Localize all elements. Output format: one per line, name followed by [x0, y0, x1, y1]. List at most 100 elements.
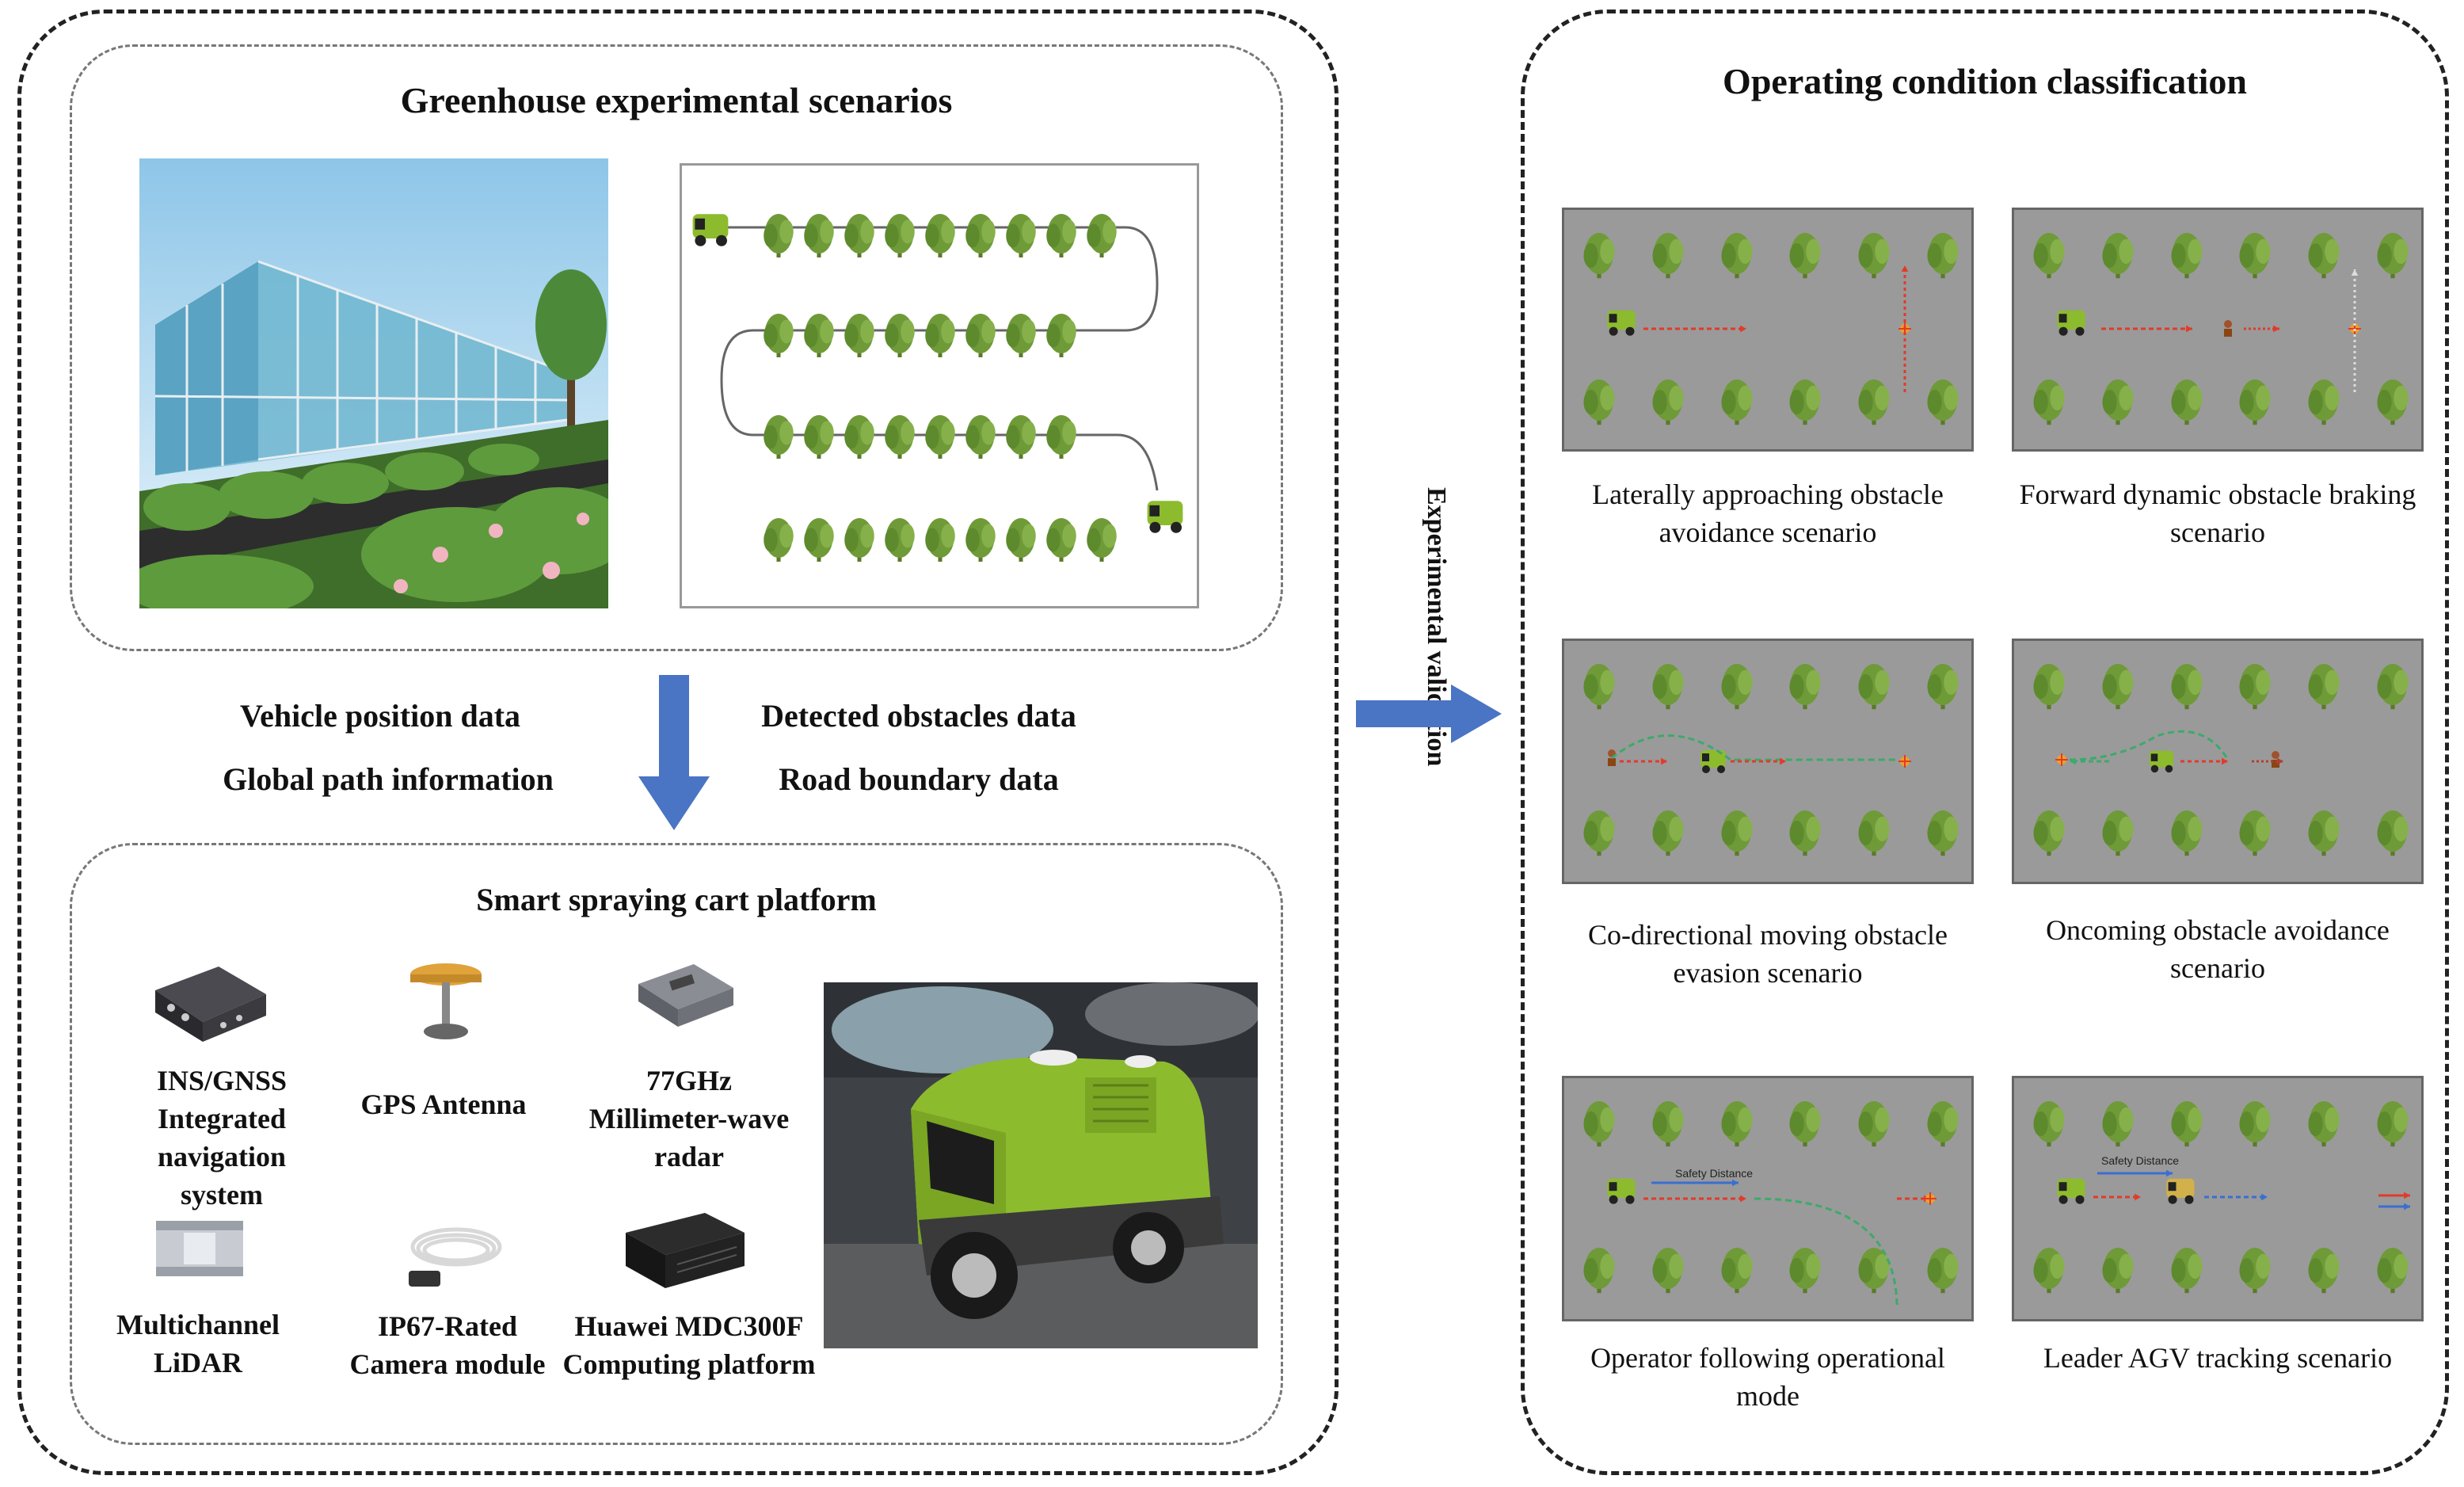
path-arrow: [2378, 1192, 2410, 1199]
plant-icon: [764, 415, 794, 459]
computing-box-icon: [618, 1209, 752, 1300]
gps-antenna-icon: [402, 959, 489, 1050]
plant-icon: [2171, 233, 2203, 279]
path-arrow: [2244, 325, 2279, 333]
left-outer-panel: [17, 10, 1339, 1475]
plant-icon: [2033, 233, 2065, 279]
plant-icon: [1858, 1248, 1890, 1294]
plant-icon: [1652, 1248, 1684, 1294]
path-arrow: [2093, 1193, 2141, 1201]
lidar-icon: [152, 1217, 247, 1284]
path-arrow: [1651, 1179, 1739, 1187]
plant-icon: [1789, 379, 1821, 425]
scenario-3-caption: Co-directional moving obstacle evasion s…: [1588, 919, 1948, 989]
scenario-4-caption: Oncoming obstacle avoidance scenario: [2046, 914, 2390, 984]
plant-icon: [1858, 1101, 1890, 1147]
path-arrow: [1643, 1195, 1746, 1203]
plant-icon: [1583, 1101, 1615, 1147]
ins-gnss-unit-icon: [147, 959, 274, 1050]
camera-cable-icon: [393, 1215, 512, 1298]
plant-icon: [764, 518, 794, 562]
device-radar-label: 77GHz Millimeter-wave radar: [588, 1065, 790, 1172]
plant-icon: [844, 214, 874, 257]
plant-icon: [2377, 233, 2409, 279]
plant-icon: [1721, 664, 1753, 710]
detected-obstacles-label: Detected obstacles data: [761, 698, 1076, 734]
global-path-diagram: [680, 163, 1199, 608]
plant-icon: [2377, 1248, 2409, 1294]
plant-icon: [764, 214, 794, 257]
plant-icon: [1652, 233, 1684, 279]
plant-icon: [1046, 518, 1076, 562]
plant-icon: [1858, 810, 1890, 856]
plant-icon: [1006, 214, 1036, 257]
plant-icon: [2239, 1101, 2271, 1147]
path-arrow: [2097, 1169, 2173, 1177]
plant-icon: [1721, 810, 1753, 856]
scenario-1-panel: [1562, 208, 1974, 452]
plant-icon: [2377, 664, 2409, 710]
target-marker: [1924, 1192, 1937, 1205]
platform-panel: [70, 843, 1283, 1445]
plant-icon: [2239, 664, 2271, 710]
plant-icon: [844, 314, 874, 357]
plant-icon: [1789, 664, 1821, 710]
radar-icon: [630, 960, 741, 1035]
scenario-6-caption: Leader AGV tracking scenario: [2043, 1342, 2393, 1374]
plant-icon: [804, 518, 834, 562]
scenario-3-panel: [1562, 639, 1974, 884]
plant-icon: [804, 214, 834, 257]
plant-icon: [1046, 415, 1076, 459]
plant-icon: [1927, 810, 1959, 856]
plant-icon: [764, 314, 794, 357]
platform-title: Smart spraying cart platform: [476, 882, 877, 917]
plant-icon: [2102, 810, 2134, 856]
plant-icon: [1652, 379, 1684, 425]
path-arrow: [2204, 1193, 2268, 1201]
plant-icon: [1583, 664, 1615, 710]
right-outer-panel: [1521, 10, 2449, 1475]
plant-icon: [2377, 810, 2409, 856]
plant-icon: [925, 314, 955, 357]
target-marker: [1898, 755, 1911, 768]
plant-icon: [2171, 379, 2203, 425]
plant-icon: [965, 314, 996, 357]
plant-icon: [1087, 518, 1117, 562]
experimental-validation-label: Experimental validation: [1422, 487, 1451, 767]
plant-icon: [2308, 233, 2340, 279]
scenario-5-panel: Safety Distance: [1562, 1076, 1974, 1321]
plant-icon: [1927, 1248, 1959, 1294]
target-marker: [2055, 753, 2068, 766]
road-boundary-label: Road boundary data: [779, 761, 1059, 797]
plant-icon: [1583, 1248, 1615, 1294]
plant-icon: [2308, 1101, 2340, 1147]
plant-icon: [1721, 233, 1753, 279]
plant-icon: [1583, 379, 1615, 425]
plant-icon: [2102, 379, 2134, 425]
plant-icon: [1927, 664, 1959, 710]
device-computing-label: Huawei MDC300F Computing platform: [562, 1310, 816, 1380]
plant-icon: [885, 415, 915, 459]
plant-icon: [1789, 233, 1821, 279]
path-arrow: [2252, 757, 2283, 765]
plant-icon: [2102, 664, 2134, 710]
plant-icon: [1927, 233, 1959, 279]
spraying-cart-photo: [824, 982, 1258, 1348]
plant-icon: [925, 415, 955, 459]
plant-icon: [2239, 1248, 2271, 1294]
device-camera-label: IP67-Rated Camera module: [349, 1310, 546, 1380]
plant-icon: [2033, 664, 2065, 710]
greenhouse-scenarios-panel: [70, 44, 1283, 651]
operating-condition-title: Operating condition classification: [1723, 61, 2247, 101]
plant-icon: [2239, 233, 2271, 279]
cart-icon: [2057, 310, 2085, 336]
device-lidar-label: Multichannel LiDAR: [116, 1309, 280, 1378]
plant-icon: [2102, 1248, 2134, 1294]
plant-icon: [2377, 1101, 2409, 1147]
path-arrow: [2101, 325, 2192, 333]
right-arrow-icon: [1356, 684, 1502, 747]
plant-icon: [2239, 379, 2271, 425]
cart-icon: [2057, 1178, 2085, 1204]
scenario-6-panel: Safety Distance: [2012, 1076, 2424, 1321]
cart-icon: [1700, 750, 1726, 773]
